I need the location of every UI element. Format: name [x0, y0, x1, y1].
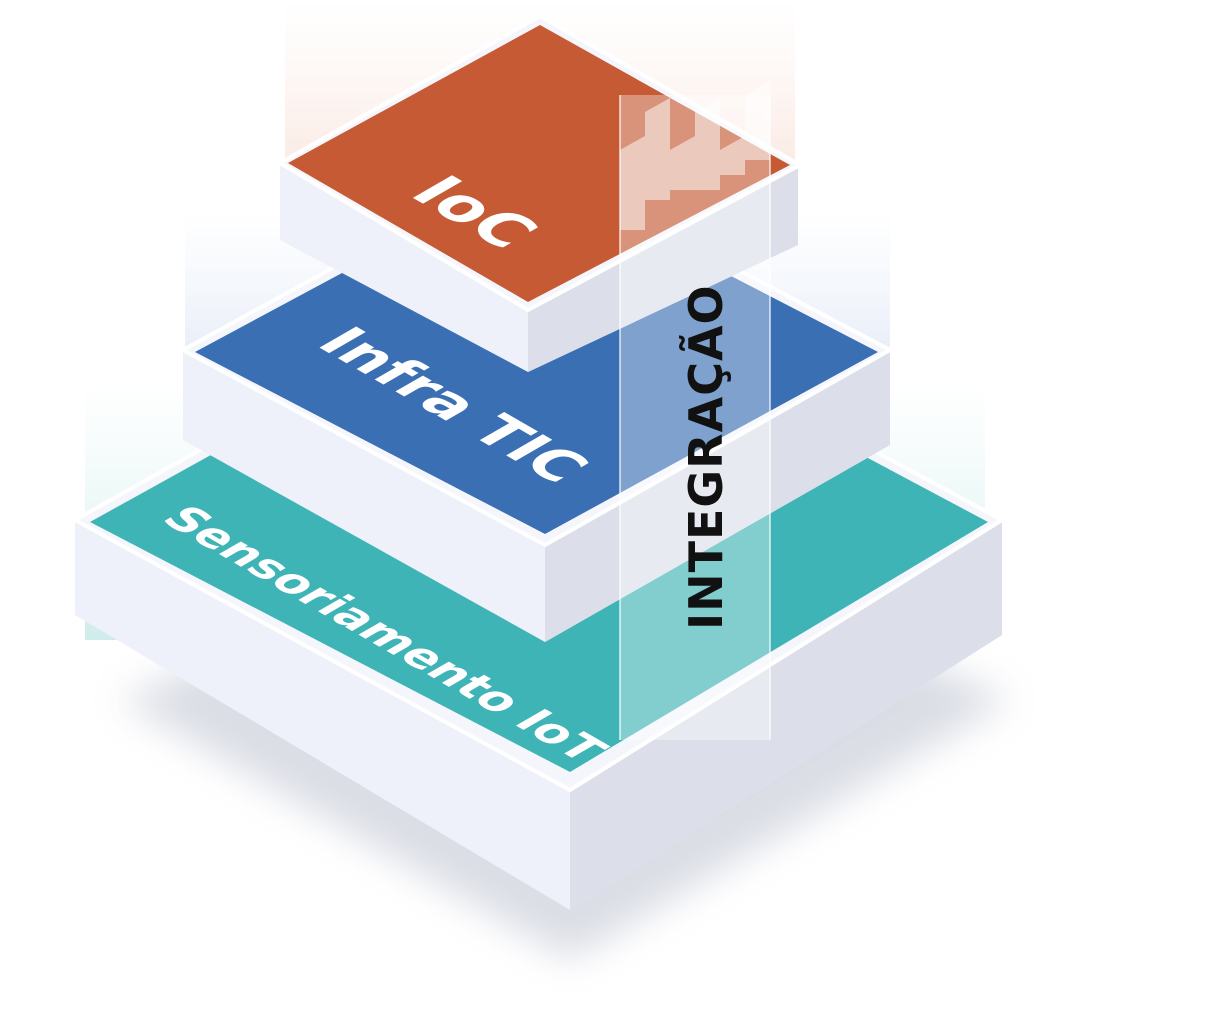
- layer-slab-side-right: [528, 165, 798, 372]
- pixel-pattern-icon: [620, 81, 770, 230]
- layer-slab-side-right: [545, 350, 890, 642]
- integration-band-fill: [620, 95, 770, 740]
- layer-slab-side-right: [570, 520, 1002, 910]
- integration-band: INTEGRAÇÃO: [619, 95, 771, 740]
- layer-ioc: IoC: [276, 0, 805, 372]
- integration-label: INTEGRAÇÃO: [678, 284, 733, 630]
- layer-surface: [288, 25, 790, 302]
